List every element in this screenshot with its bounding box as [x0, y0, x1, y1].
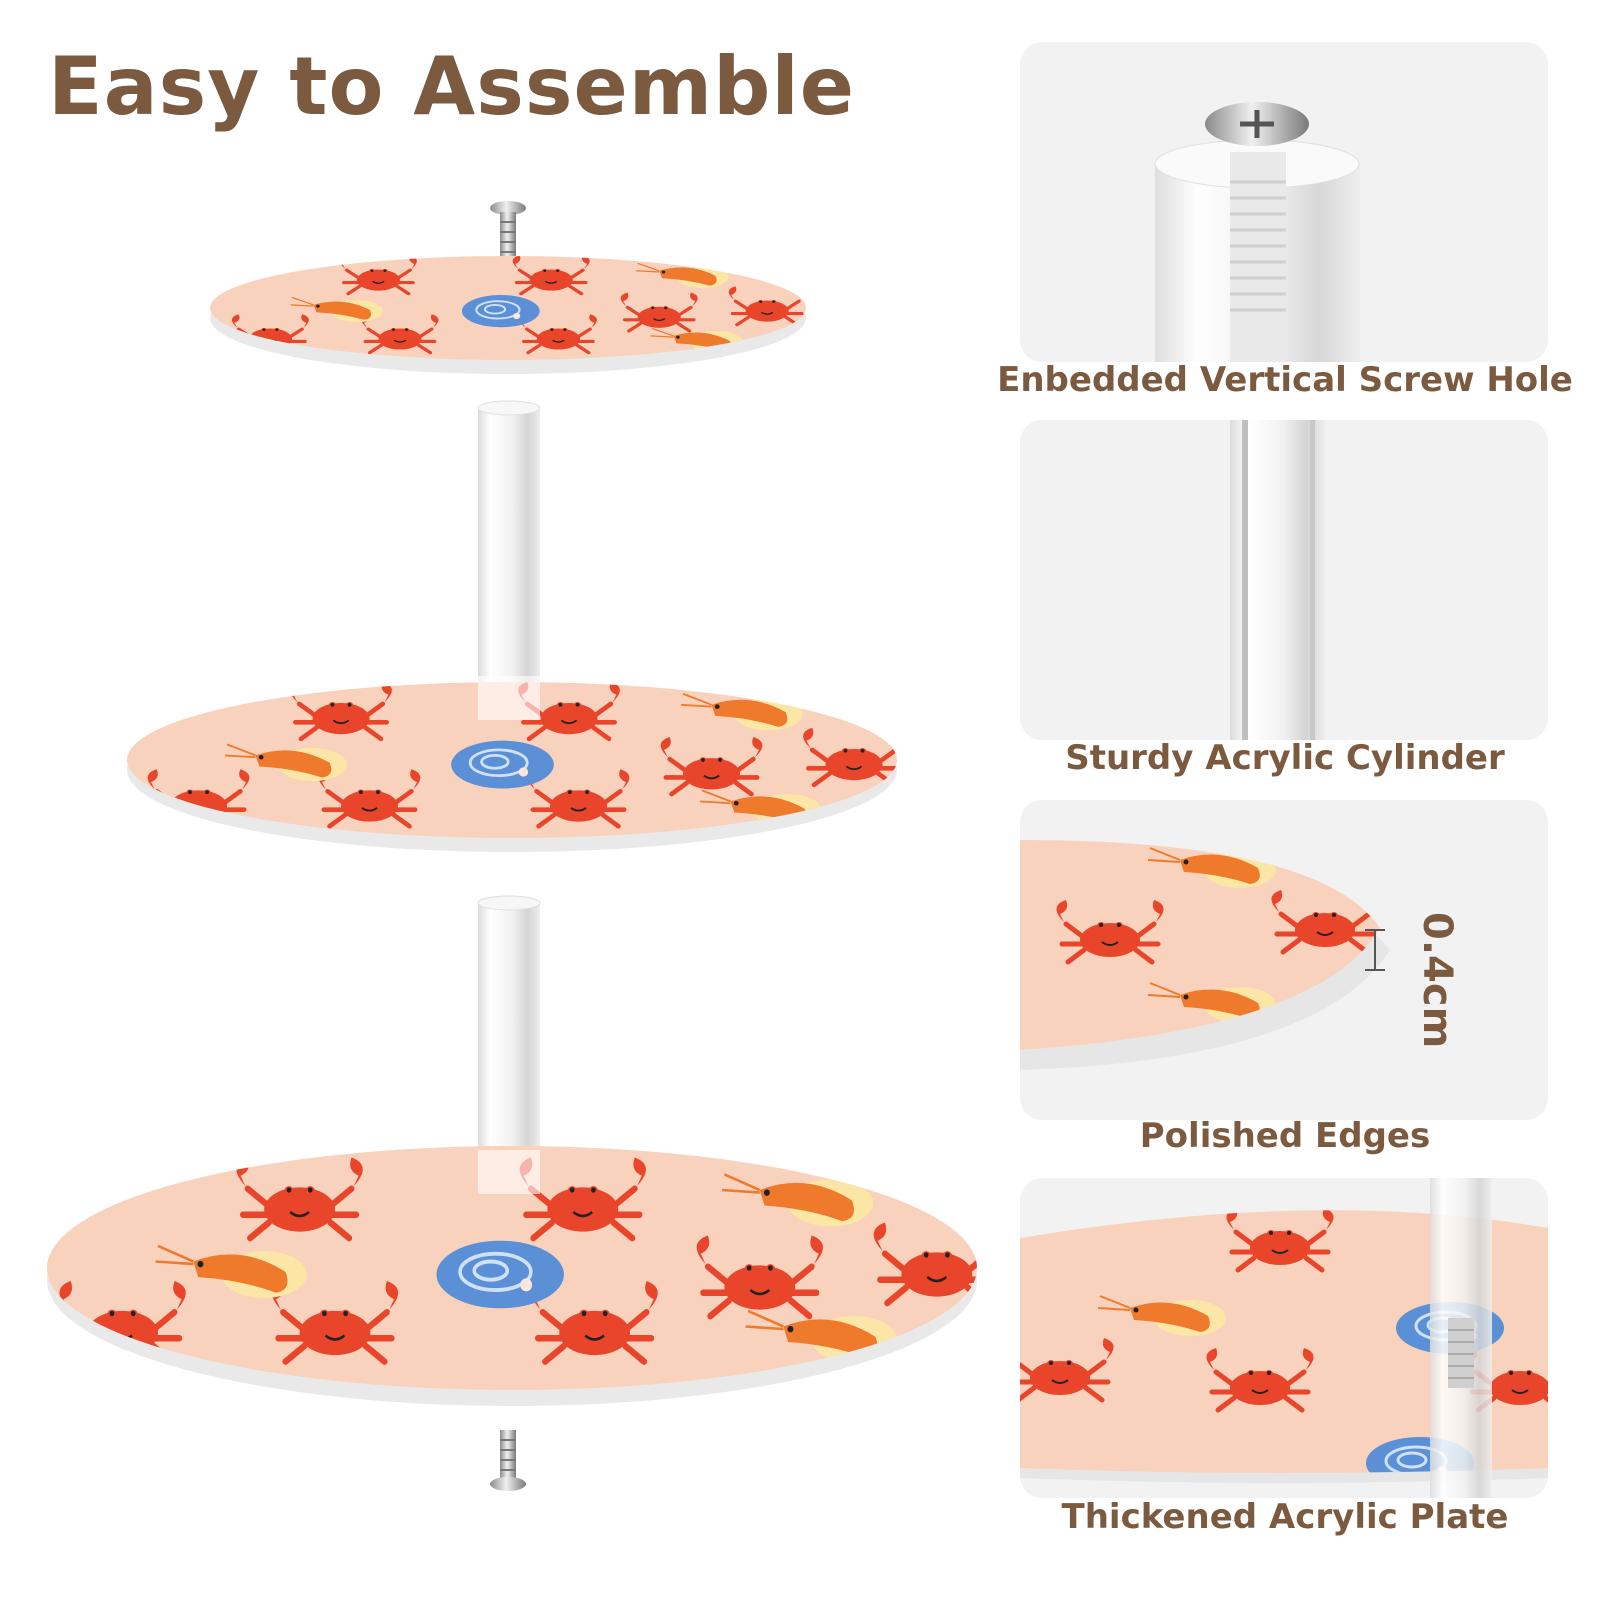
feature-caption-cylinder: Sturdy Acrylic Cylinder — [1065, 738, 1505, 778]
middle-plate — [127, 676, 897, 852]
polished-edges-closeup-panel — [1020, 800, 1548, 1120]
upper-acrylic-rod — [477, 400, 541, 713]
cylinder-closeup-panel — [1020, 420, 1548, 740]
bottom-plate — [47, 1146, 977, 1406]
top-screw — [490, 201, 526, 262]
lower-acrylic-rod — [477, 895, 541, 1193]
plate-with-cylinder-image — [1020, 1178, 1548, 1498]
top-plate — [210, 256, 806, 374]
feature-caption-plate: Thickened Acrylic Plate — [1061, 1497, 1509, 1537]
acrylic-cylinder-image — [1230, 420, 1325, 740]
thickened-plate-closeup-panel — [1020, 1178, 1548, 1498]
feature-caption-edges: Polished Edges — [1139, 1116, 1431, 1156]
thickness-dimension-label: 0.4cm — [1414, 912, 1460, 1049]
screw-in-cylinder-image — [1154, 102, 1360, 362]
page-title: Easy to Assemble — [48, 40, 856, 133]
feature-caption-screw-hole: Enbedded Vertical Screw Hole — [997, 360, 1573, 400]
bottom-screw — [490, 1430, 526, 1491]
plate-edge-image — [1020, 840, 1390, 1070]
screw-hole-closeup-panel — [1020, 42, 1548, 362]
exploded-stand-illustration — [47, 201, 977, 1491]
